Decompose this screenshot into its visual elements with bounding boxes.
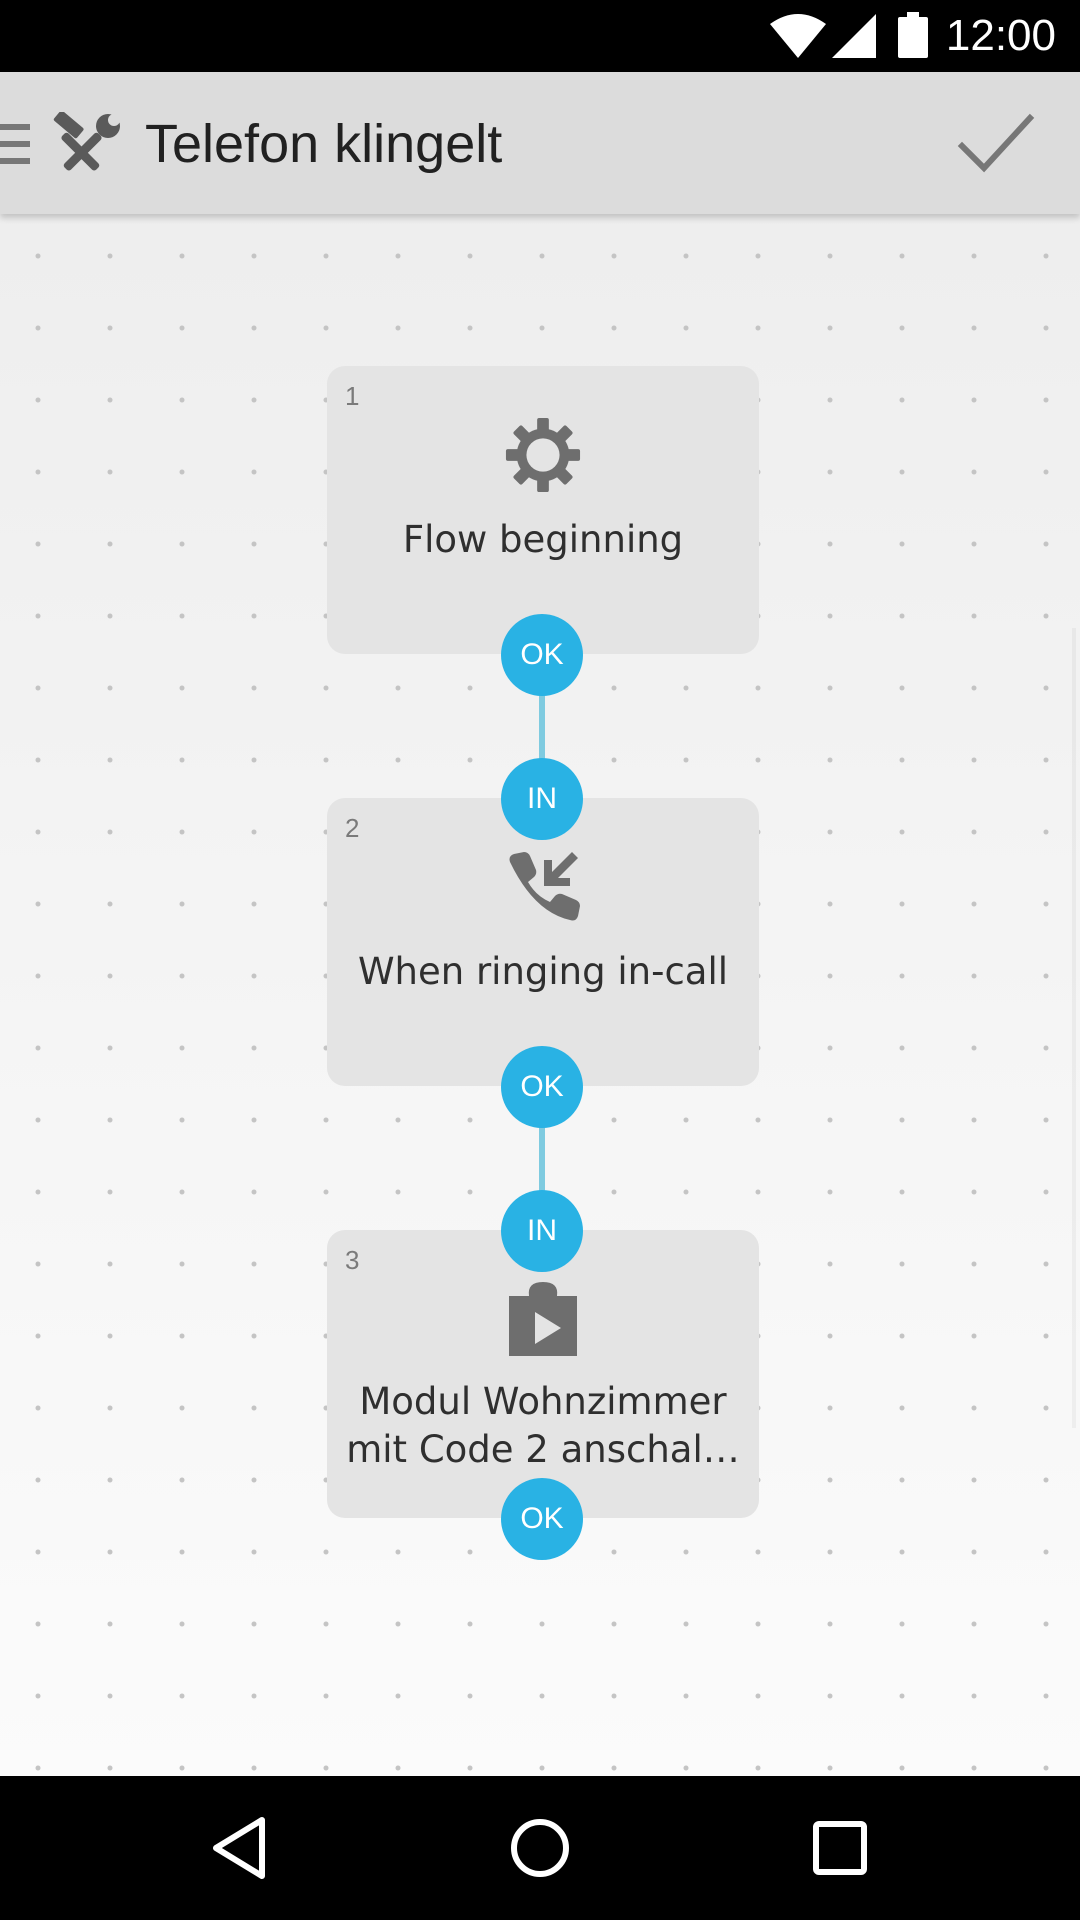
port-ok-node-3[interactable]: OK [501,1478,583,1560]
scrollbar[interactable] [1072,628,1076,1428]
node-index: 1 [345,381,360,411]
port-in-node-2[interactable]: IN [501,758,583,840]
module-play-icon [507,1278,579,1363]
battery-icon [898,12,928,63]
node-label: When ringing in-call [357,950,729,993]
flow-node-3[interactable]: 3 Modul Wohnzimmer mit Code 2 anschal… [327,1230,759,1518]
gear-icon [504,416,582,499]
port-in-node-3[interactable]: IN [501,1190,583,1272]
flow-node-2[interactable]: 2 When ringing in-call [327,798,759,1086]
node-label-line-2: mit Code 2 anschal… [346,1428,740,1471]
home-icon [511,1819,569,1877]
node-index: 2 [345,813,360,843]
incoming-call-icon [504,848,582,931]
cell-signal-icon [832,14,876,63]
back-icon [213,1817,265,1879]
confirm-button[interactable] [950,104,1040,184]
recents-button[interactable] [790,1798,890,1898]
menu-icon[interactable] [0,122,30,171]
port-ok-node-2[interactable]: OK [501,1046,583,1128]
node-label-line-1: Modul Wohnzimmer [359,1380,727,1423]
toolbar: Telefon klingelt [0,72,1080,214]
tools-icon [48,110,122,181]
wifi-icon [770,14,826,63]
recents-icon [813,1821,867,1875]
connector-2-3 [539,1087,545,1205]
node-index: 3 [345,1245,360,1275]
checkmark-icon [957,113,1035,173]
flow-canvas[interactable]: 1 Flow beginning OK IN 2 [0,214,1080,1776]
node-label: Flow beginning [402,518,684,561]
navigation-bar [0,1776,1080,1920]
home-button[interactable] [490,1798,590,1898]
flow-node-1[interactable]: 1 Flow beginning [327,366,759,654]
back-button[interactable] [190,1798,290,1898]
status-bar: 12:00 [0,0,1080,72]
status-clock: 12:00 [945,11,1056,60]
connector-1-2 [539,655,545,773]
port-ok-node-1[interactable]: OK [501,614,583,696]
page-title: Telefon klingelt [145,114,503,174]
